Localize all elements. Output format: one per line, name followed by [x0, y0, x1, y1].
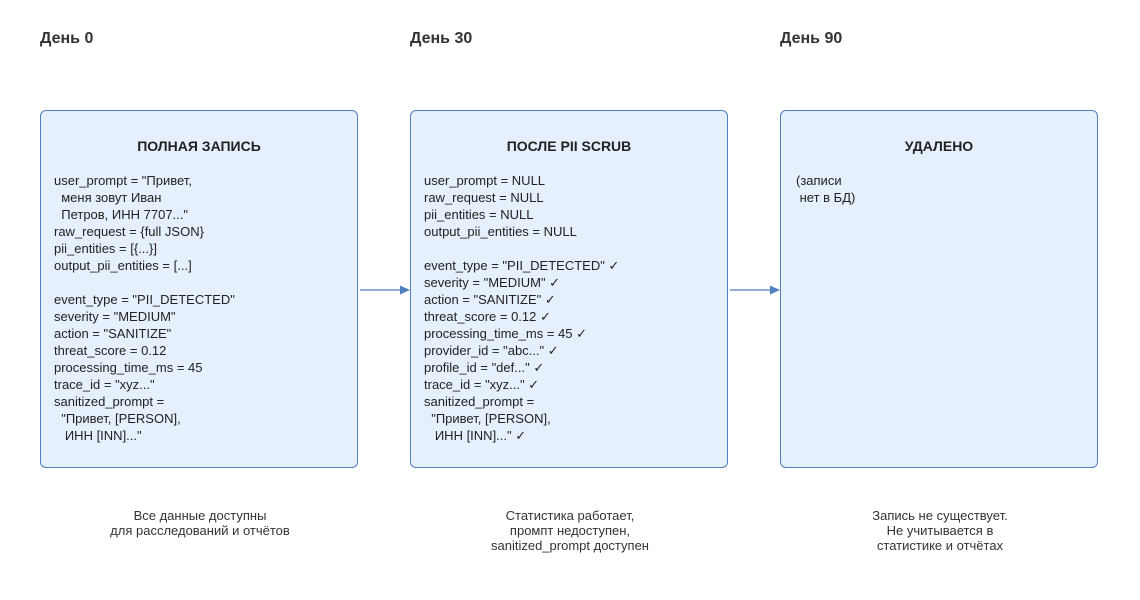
caption-line: статистике и отчётах — [876, 538, 1004, 553]
field-line: меня зовут Иван — [54, 190, 162, 205]
arrow-right-icon — [360, 285, 410, 295]
field-line: threat_score = 0.12 — [54, 343, 167, 358]
field-line — [424, 240, 719, 257]
field-line: event_type = "PII_DETECTED" — [54, 292, 235, 307]
field-line: processing_time_ms = 45 — [54, 360, 203, 375]
field-line: ИНН [INN]..." — [54, 428, 142, 443]
deleted-box: УДАЛЕНО (записи нет в БД) — [780, 110, 1098, 468]
field-line: output_pii_entities = NULL — [424, 224, 577, 239]
field-line: output_pii_entities = [...] — [54, 258, 192, 273]
pii-scrubbed-box: ПОСЛЕ PII SCRUB user_prompt = NULL raw_re… — [410, 110, 728, 468]
caption-line: Не учитывается в — [886, 523, 994, 538]
pii-scrubbed-title: ПОСЛЕ PII SCRUB — [506, 138, 632, 154]
day-0-label: День 0 — [40, 30, 94, 47]
field-line: Петров, ИНН 7707..." — [54, 207, 189, 222]
caption-line: промпт недоступен, — [509, 523, 631, 538]
field-line: severity = "MEDIUM" ✓ — [424, 275, 561, 290]
deleted-fields: (записи нет в БД) — [796, 172, 1089, 206]
caption-line: Запись не существует. — [872, 508, 1008, 523]
field-line: processing_time_ms = 45 ✓ — [424, 326, 587, 341]
field-line: threat_score = 0.12 ✓ — [424, 309, 551, 324]
field-line: (записи — [796, 173, 842, 188]
field-line — [54, 274, 349, 291]
field-line: "Привет, [PERSON], — [54, 411, 181, 426]
field-line: profile_id = "def..." ✓ — [424, 360, 545, 375]
field-line: нет в БД) — [796, 190, 856, 205]
caption-line: для расследований и отчётов — [110, 523, 290, 538]
caption-line: Статистика работает, — [505, 508, 635, 523]
field-line: trace_id = "xyz..." ✓ — [424, 377, 540, 392]
field-line: sanitized_prompt = — [54, 394, 165, 409]
deleted-title: УДАЛЕНО — [904, 138, 974, 154]
pii-scrubbed-fields: user_prompt = NULL raw_request = NULL pii_… — [424, 172, 719, 444]
field-line: user_prompt = NULL — [424, 173, 546, 188]
arrow-right-icon — [730, 285, 780, 295]
field-line: raw_request = {full JSON} — [54, 224, 204, 239]
field-line: action = "SANITIZE" ✓ — [424, 292, 556, 307]
full-record-box: ПОЛНАЯ ЗАПИСЬ user_prompt = "Привет, мен… — [40, 110, 358, 468]
field-line: raw_request = NULL — [424, 190, 544, 205]
field-line: "Привет, [PERSON], — [424, 411, 551, 426]
field-line: pii_entities = [{...}] — [54, 241, 157, 256]
full-record-title: ПОЛНАЯ ЗАПИСЬ — [137, 138, 261, 154]
field-line: action = "SANITIZE" — [54, 326, 172, 341]
field-line: sanitized_prompt = — [424, 394, 535, 409]
field-line: provider_id = "abc..." ✓ — [424, 343, 559, 358]
field-line: trace_id = "xyz..." — [54, 377, 155, 392]
day-30-caption: Статистика работает,промпт недоступен,sa… — [410, 508, 730, 553]
field-line: event_type = "PII_DETECTED" ✓ — [424, 258, 620, 273]
caption-line: Все данные доступны — [133, 508, 267, 523]
field-line: user_prompt = "Привет, — [54, 173, 192, 188]
day-30-label: День 30 — [410, 30, 473, 47]
full-record-fields: user_prompt = "Привет, меня зовут Иван П… — [54, 172, 349, 444]
caption-line: sanitized_prompt доступен — [491, 538, 649, 553]
field-line: severity = "MEDIUM" — [54, 309, 176, 324]
day-90-label: День 90 — [780, 30, 843, 47]
field-line: ИНН [INN]..." ✓ — [424, 428, 527, 443]
field-line: pii_entities = NULL — [424, 207, 534, 222]
